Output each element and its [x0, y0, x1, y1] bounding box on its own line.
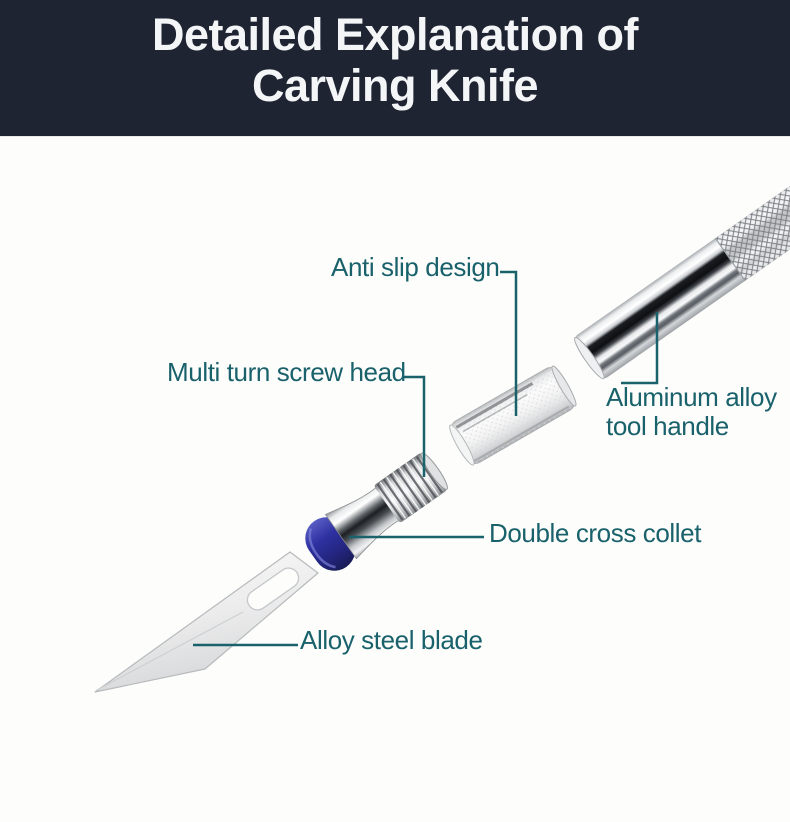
handle-knurl-texture: [714, 137, 790, 282]
label-double-cross-collet: Double cross collet: [489, 518, 702, 548]
knife-illustration: [94, 137, 790, 693]
double-cross-collet-part: [305, 452, 448, 571]
label-handle-line2: tool handle: [606, 411, 729, 441]
label-handle-line1: Aluminum alloy: [606, 382, 777, 412]
label-aluminum-alloy-tool-handle: Aluminum alloy tool handle: [606, 383, 777, 441]
label-multi-turn-screw-head: Multi turn screw head: [167, 357, 406, 387]
multi-turn-screw-head-part: [374, 452, 448, 523]
leader-line-screw-head: [403, 375, 426, 477]
leader-line-anti-slip: [500, 270, 518, 416]
leader-line-tool-handle: [621, 312, 659, 385]
aluminum-alloy-tool-handle-part: [574, 137, 790, 380]
page-title-line2: Carving Knife: [251, 60, 539, 111]
page-title-line1: Detailed Explanation of: [151, 9, 639, 60]
label-alloy-steel-blade: Alloy steel blade: [300, 625, 483, 655]
diagram-area: Anti slip design Multi turn screw head A…: [0, 137, 790, 822]
label-anti-slip-design: Anti slip design: [331, 252, 500, 282]
header-banner: Detailed Explanation of Carving Knife: [0, 0, 790, 137]
blade-slot: [246, 567, 300, 611]
page-title: Detailed Explanation of Carving Knife: [0, 0, 790, 111]
anti-slip-sleeve-part: [449, 365, 577, 466]
alloy-steel-blade-part: [94, 551, 319, 693]
collet-blue-tip: [305, 517, 356, 571]
